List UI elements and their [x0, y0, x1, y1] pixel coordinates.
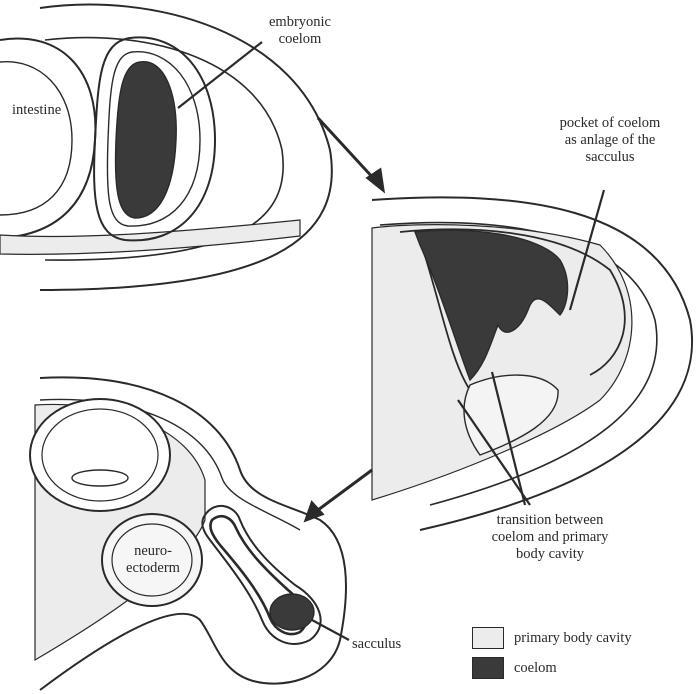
legend-swatch-dark [472, 657, 504, 679]
legend-label-coelom: coelom [514, 660, 557, 677]
arrow-stage-1-to-2 [318, 118, 375, 180]
legend-item-primary-body-cavity: primary body cavity [472, 627, 632, 649]
legend-swatch-light [472, 627, 504, 649]
leader-embryonic-coelom [178, 42, 262, 108]
legend-label-primary-body-cavity: primary body cavity [514, 630, 632, 647]
arrow-stage-2-to-3 [318, 470, 372, 510]
arrow-stage-2-to-3-head [306, 503, 322, 520]
stage-3-sacculus-section [30, 377, 346, 690]
intestine-lumen [0, 38, 95, 238]
label-pocket-of-coelom: pocket of coelom as anlage of the saccul… [535, 115, 685, 166]
stage-2-sacculus-anlage-section [372, 197, 692, 530]
label-embryonic-coelom: embryonic coelom [250, 14, 350, 48]
embryonic-coelom-cavity [116, 62, 177, 218]
label-intestine: intestine [12, 102, 61, 119]
label-neuroectoderm: neuro- ectoderm [118, 543, 188, 577]
neural-tube [30, 399, 170, 511]
label-transition: transition between coelom and primary bo… [455, 512, 645, 563]
legend-item-coelom: coelom [472, 657, 557, 679]
sacculus-cavity [270, 594, 314, 630]
label-sacculus: sacculus [352, 636, 401, 653]
